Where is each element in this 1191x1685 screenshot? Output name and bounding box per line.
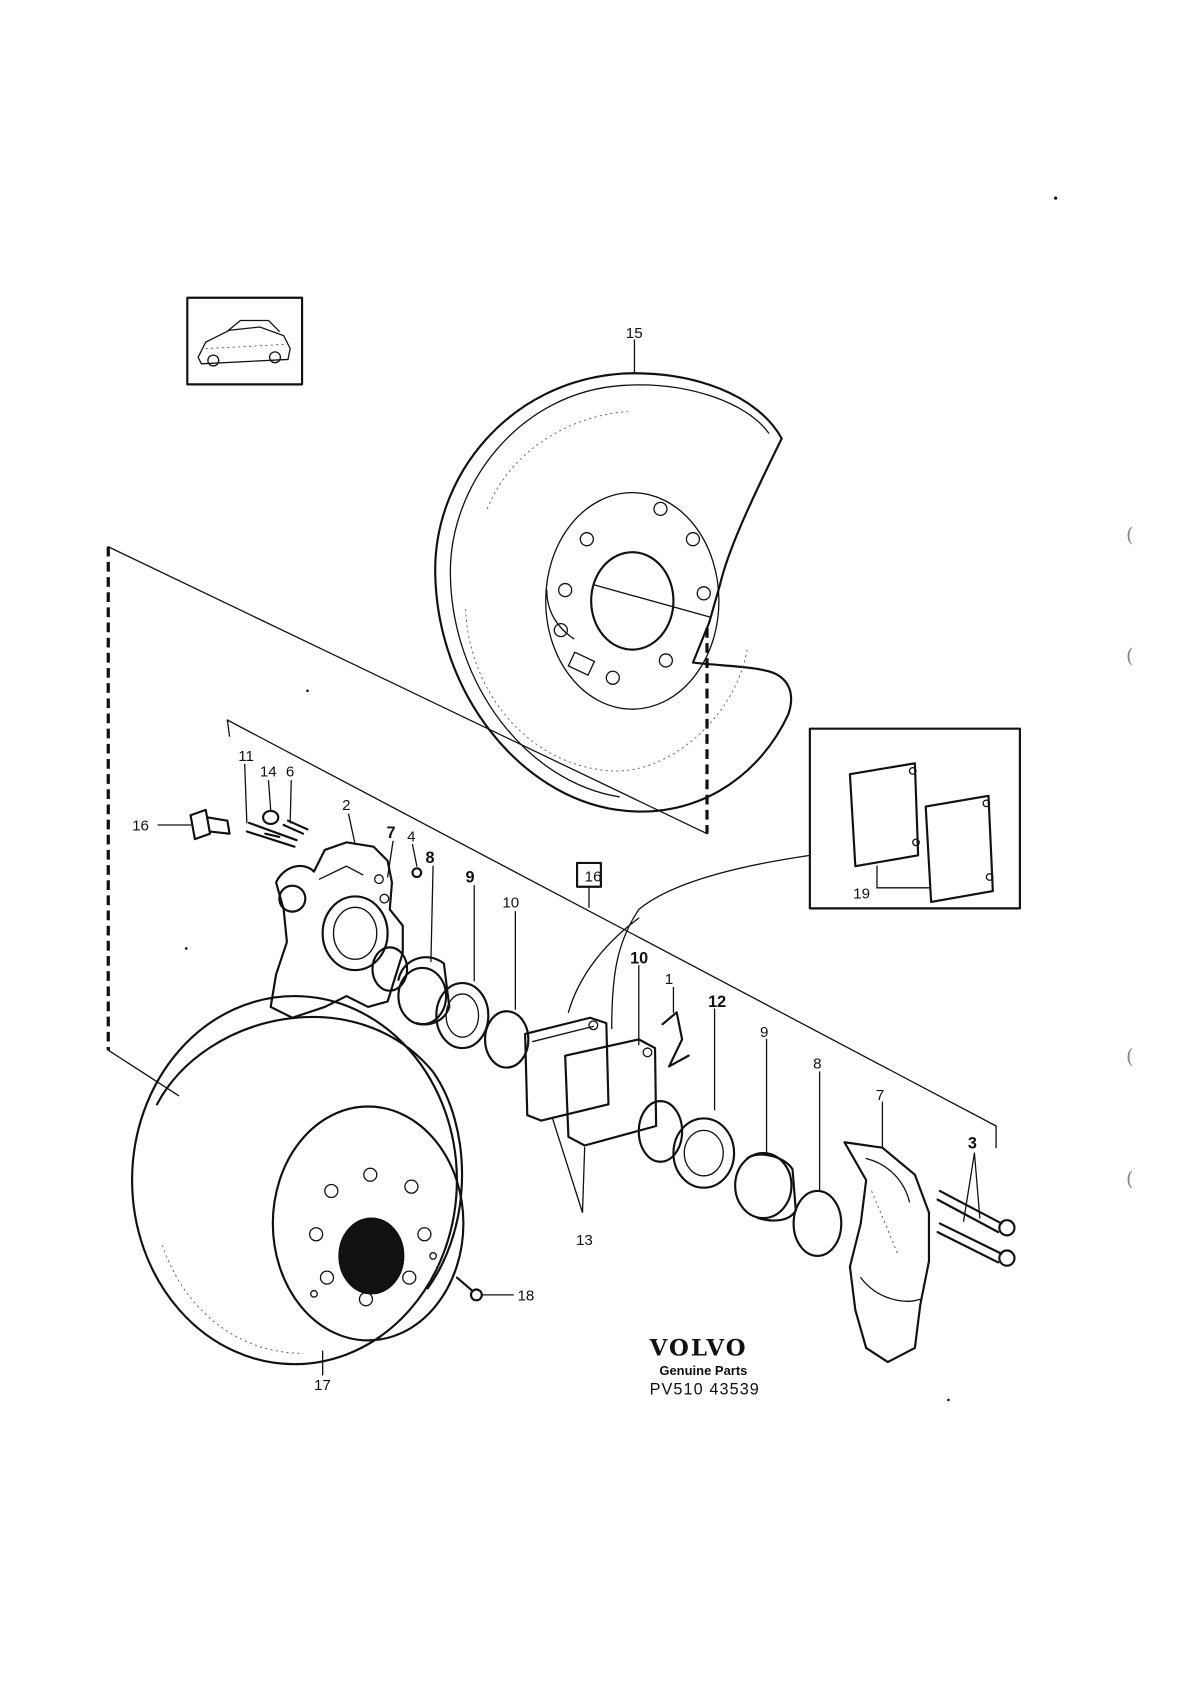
assembly-baseline: [226, 719, 231, 737]
callout-4: 4: [407, 828, 415, 845]
callout-12: 1: [665, 971, 673, 988]
callout-3: 7: [876, 1087, 884, 1104]
margin-mark: (: [1126, 1168, 1134, 1191]
scan-speck: [947, 1398, 950, 1402]
callout-8a: 8: [426, 849, 435, 867]
callout-10b: 10: [630, 950, 648, 968]
callout-6: 6: [286, 763, 294, 780]
part-code: PV510 43539: [650, 1381, 760, 1399]
leader-line: [611, 854, 811, 1030]
piston: [734, 1151, 797, 1222]
callout-9a: 9: [466, 868, 475, 886]
dust-boot: [435, 982, 490, 1050]
leader-line: [551, 1116, 586, 1213]
margin-mark: (: [1126, 645, 1134, 668]
callout-19: 19: [853, 886, 870, 903]
caliper-housing-outer: [843, 1141, 931, 1364]
assembly-baseline: [226, 719, 997, 1127]
leader-line: [962, 1152, 981, 1222]
callout-11: 11: [238, 748, 254, 765]
bleeder-screw: [245, 809, 309, 848]
scan-speck: [306, 689, 309, 693]
brake-pad-pair-icon: [808, 727, 1021, 910]
margin-mark: (: [1126, 523, 1134, 546]
pad-spring-clip: [661, 1011, 690, 1068]
leader-line: [386, 840, 394, 878]
car-thumbnail-icon: [186, 296, 304, 386]
callout-9b: 12: [708, 993, 726, 1011]
dust-boot: [672, 1117, 736, 1189]
leader-line: [411, 843, 418, 867]
leader-line: [244, 763, 248, 824]
callout-8b: 9: [760, 1024, 768, 1041]
caliper-housing-inner: [269, 841, 404, 1019]
callout-5: 3: [968, 1135, 977, 1153]
leader-line: [430, 865, 434, 963]
piston-seal: [371, 946, 409, 992]
brand-tagline: Genuine Parts: [659, 1363, 747, 1378]
scan-speck: [184, 947, 188, 950]
callout-14: 14: [260, 763, 277, 780]
callout-7b: 8: [813, 1056, 821, 1073]
callout-18: 18: [518, 1287, 535, 1304]
piston-seal: [792, 1189, 843, 1258]
dust-shield: [434, 372, 793, 813]
leader-line: [567, 917, 640, 1013]
callout-7a: 7: [387, 824, 396, 842]
callout-1: 16: [585, 868, 602, 885]
scan-speck: [1054, 196, 1058, 200]
leader-line: [347, 813, 356, 846]
margin-mark: (: [1126, 1045, 1134, 1068]
brake-pad-outer: [564, 1038, 658, 1147]
brake-pad-inner: [524, 1016, 610, 1122]
brand-logo: VOLVO: [649, 1336, 748, 1362]
callout-17: 17: [314, 1377, 331, 1394]
brake-disc: [131, 995, 465, 1366]
leader-line: [289, 779, 292, 824]
bleeder-cap: [411, 867, 423, 879]
callout-15: 15: [626, 325, 643, 342]
caliper-bolt: [936, 1189, 1016, 1267]
bracket-line: [107, 546, 708, 835]
callout-10a: 10: [502, 894, 519, 911]
caliper-bolt: [189, 808, 231, 841]
piston: [397, 956, 451, 1026]
volvo-genuine-parts-logo: VOLVO Genuine Parts PV510 43539: [649, 1336, 760, 1399]
leader-line: [267, 779, 272, 811]
disc-retaining-screw: [455, 1276, 483, 1302]
bracket-line: [107, 1049, 180, 1097]
callout-2: 2: [342, 797, 350, 814]
retaining-ring: [483, 1010, 530, 1069]
retaining-ring: [637, 1100, 684, 1163]
leader-line: [592, 584, 711, 618]
callout-13: 13: [576, 1232, 593, 1249]
callout-16: 16: [132, 817, 149, 834]
